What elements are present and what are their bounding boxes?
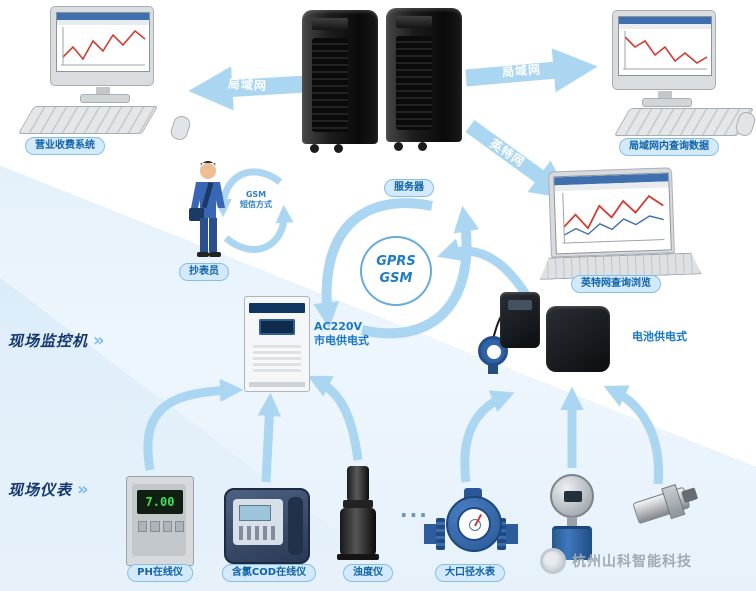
rtu-ac-control-box [244,296,310,392]
arrow-cycle-person-left [213,168,283,218]
rtu-screen [259,319,295,335]
watermark-text: 杭州山科智能科技 [572,554,692,570]
label-lan-right: 局域网 [501,62,542,80]
arrow-cod-up [257,392,281,483]
keyboard-left [17,106,159,134]
arrow-watermeter-up [460,390,515,483]
ph-screen: 7.00 [137,490,183,514]
gsm-note-line2: 短信方式 [240,200,272,209]
turbidity-sensor-top [347,466,369,502]
server-tower-1 [302,10,378,144]
logger-screen [508,300,532,310]
server-caster [334,144,343,153]
ph-reading: 7.00 [145,495,175,509]
label-server: 服务器 [384,179,434,197]
flowmeter-screen [564,491,582,502]
arrow-lan-right [465,48,598,93]
monitor-base [80,94,130,103]
turbidity-base [337,554,379,560]
screen-chart [56,12,150,72]
label-internet-browse: 英特网查询浏览 [571,275,661,293]
water-meter-flange [436,518,445,550]
monitor-base [642,98,692,107]
watermark-logo [540,548,566,574]
flowmeter-head [550,474,594,518]
section-monitor-text: 现场监控机 [8,332,89,350]
battery-data-logger [500,292,540,348]
cod-side-column [288,497,303,555]
server-caster [394,142,403,151]
rtu-header-strip [249,303,305,313]
section-field-instruments: 现场仪表 » [8,479,89,500]
arrow-internet [465,119,571,200]
flowmeter-neck [567,517,577,526]
dial-needle [474,514,482,527]
arrow-ph-up [143,378,244,471]
label-ac-power: AC220V 市电供电式 [314,320,369,349]
cod-keys [239,526,275,540]
server-caster [310,144,319,153]
rtu-vents [253,345,301,373]
turbidity-collar [343,500,373,508]
arrow-battery-to-gprs [437,238,532,301]
monitor-stand [658,91,672,98]
arrow-cycle-gprs-right [360,205,480,339]
label-turbidity: 浊度仪 [343,564,393,582]
water-meter-dial [457,507,491,541]
label-lan-left: 局域网 [227,76,268,94]
server-caster [418,142,427,151]
gsm-sms-note: GSM 短信方式 [227,190,285,210]
gprs-gsm-hub: GPRS GSM [360,236,432,306]
label-water-meter: 大口径水表 [435,564,505,582]
chevron-right-icon: » [93,330,105,351]
ph-buttons [138,521,184,532]
label-cod-meter: 含氯COD在线仪 [221,564,317,582]
gsm-note-line1: GSM [245,190,267,199]
water-meter-cap [464,488,482,498]
chevron-right-icon: » [77,479,89,500]
screen-chart [618,16,712,76]
ph-meter-device: 7.00 [126,476,194,566]
water-meter-device [424,486,518,564]
water-meter-pipe-right [502,524,518,544]
desktop-monitor-right [612,10,716,90]
watermark: 杭州山科智能科技 [540,548,692,574]
keyboard-right [613,108,755,136]
ac-power-line1: AC220V [314,320,363,333]
flowmeter-body [552,526,592,560]
water-meter-flange [497,518,506,550]
screen-chart [553,172,672,255]
meter-reader-figure [189,161,225,257]
label-ph-meter: PH在线仪 [127,564,193,582]
label-battery-power: 电池供电式 [632,330,687,343]
server-tower-2 [386,8,462,142]
gsm-label: GSM [379,271,413,286]
arrow-turbidity-up [307,375,363,461]
ac-power-line2: 市电供电式 [314,334,369,348]
label-meter-reader: 抄表员 [179,263,229,281]
label-billing-system: 营业收费系统 [25,137,105,155]
arrow-cycle-person-right [223,204,294,253]
battery-meter-stem [488,364,498,374]
monitor-stand [96,87,110,94]
gprs-label: GPRS [376,254,416,270]
section-instruments-text: 现场仪表 [8,481,73,499]
desktop-monitor-left [50,6,154,86]
battery-rtu-box [546,306,610,372]
arrow-cycle-gprs-left [313,198,433,329]
arrow-lan-left [188,66,307,111]
label-lan-query: 局域网内查询数据 [619,138,719,156]
rtu-foot [249,382,305,387]
ellipsis-more-instruments: ... [400,498,429,522]
cod-meter-device [224,488,310,564]
turbidity-body [340,508,376,556]
cod-screen [239,505,271,521]
section-field-monitor: 现场监控机 » [8,330,105,351]
arrow-pressure-up [603,385,664,485]
